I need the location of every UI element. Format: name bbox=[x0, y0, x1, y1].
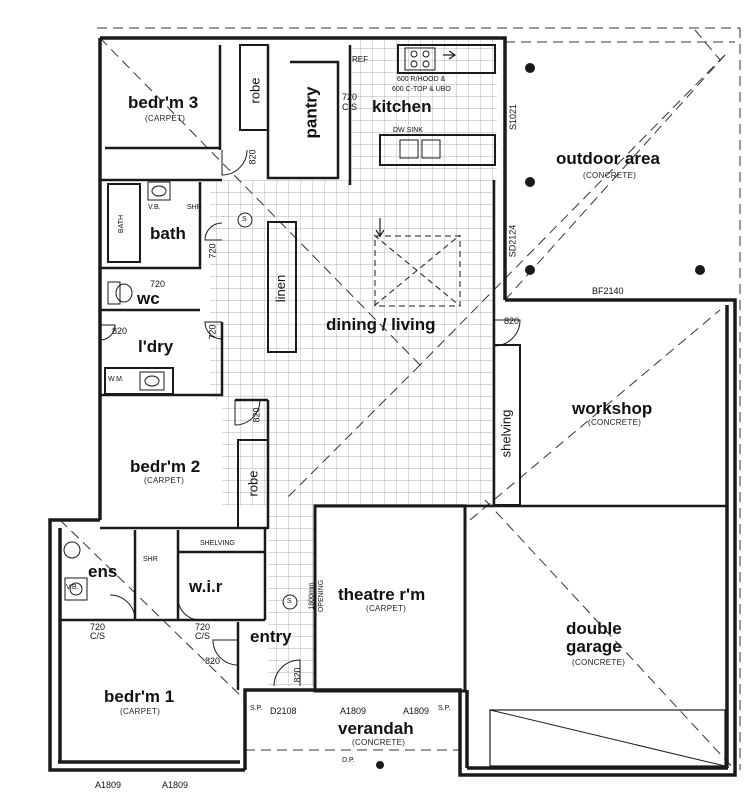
garage-floor: (CONCRETE) bbox=[572, 658, 626, 667]
workshop-name: workshop bbox=[572, 399, 653, 418]
window-a1809-bedroom1-b: A1809 bbox=[162, 780, 189, 790]
wir-label: w.i.r bbox=[189, 577, 223, 596]
window-bf2140: BF2140 bbox=[592, 286, 624, 296]
bedroom3-floor: (CARPET) bbox=[145, 114, 186, 123]
fixtures bbox=[63, 47, 726, 767]
wc-label: wc bbox=[137, 289, 160, 308]
kitchen-label: kitchen bbox=[372, 97, 432, 116]
window-s1021: S1021 bbox=[508, 103, 519, 131]
workshop-floor: (CONCRETE) bbox=[588, 418, 642, 427]
bedroom2-name: bedr'm 2 bbox=[130, 457, 201, 476]
vanity-label-ensuite: V.B. bbox=[66, 584, 79, 591]
door-cs-wir: C/S bbox=[195, 631, 211, 641]
hood-note-1: 600 R/HOOD & bbox=[397, 76, 446, 83]
bedroom1-floor: (CARPET) bbox=[120, 707, 161, 716]
smoke-detector-label-2: S bbox=[287, 598, 292, 605]
door-size-bedroom2: 820 bbox=[251, 407, 262, 423]
garage-line1: double bbox=[566, 619, 622, 638]
bath-fixture-label: BATH bbox=[118, 214, 126, 234]
washing-machine-label: W.M. bbox=[108, 376, 124, 383]
door-size-entry: 820 bbox=[292, 667, 303, 683]
wir-shelving-label: SHELVING bbox=[200, 540, 235, 547]
fridge-label: REF bbox=[352, 55, 368, 64]
sp-label-right: S.P. bbox=[438, 705, 451, 712]
window-a1809-1: A1809 bbox=[340, 706, 367, 716]
door-size-wir: 720 bbox=[195, 622, 211, 632]
linen-label: linen bbox=[273, 274, 289, 303]
dw-sink-label: DW SINK bbox=[393, 127, 423, 134]
window-markers bbox=[376, 63, 705, 769]
door-cs-kitchen: C/S bbox=[342, 102, 358, 112]
door-size-wc: 720 bbox=[150, 279, 166, 289]
door-size-ensuite: 720 bbox=[90, 622, 106, 632]
dining-living-label: dining / living bbox=[326, 315, 436, 334]
roof-hip-lines bbox=[59, 27, 741, 771]
outdoor-area-name: outdoor area bbox=[556, 149, 660, 168]
bedroom1-name: bedr'm 1 bbox=[104, 687, 175, 706]
ensuite-label: ens bbox=[88, 562, 118, 581]
door-size-laundry-ext: 820 bbox=[112, 326, 128, 336]
theatre-floor: (CARPET) bbox=[366, 604, 407, 613]
door-cs-ensuite: C/S bbox=[90, 631, 106, 641]
sp-label-left: S.P. bbox=[250, 705, 263, 712]
door-size-bath: 720 bbox=[207, 243, 218, 259]
arrow-markers bbox=[375, 50, 457, 238]
door-swings bbox=[99, 149, 521, 687]
pantry-label: pantry bbox=[301, 86, 321, 139]
window-a1809-2: A1809 bbox=[403, 706, 430, 716]
outdoor-area-floor: (CONCRETE) bbox=[583, 171, 637, 180]
entry-label: entry bbox=[250, 627, 292, 646]
window-sd2124: SD2124 bbox=[507, 224, 518, 258]
robe-label-bedroom2: robe bbox=[245, 470, 261, 497]
laundry-label: l'dry bbox=[138, 337, 174, 356]
theatre-name: theatre r'm bbox=[338, 585, 426, 604]
opening-note-1: 1800mm bbox=[308, 582, 316, 610]
shower-label-ensuite: SHR bbox=[143, 556, 158, 563]
door-size-bedroom3: 820 bbox=[247, 149, 258, 165]
opening-note-2: OPENING bbox=[318, 579, 326, 613]
bedroom3-name: bedr'm 3 bbox=[128, 93, 199, 112]
external-walls bbox=[48, 36, 737, 777]
robe-label-bedroom3: robe bbox=[247, 77, 263, 104]
dp-label: D.P. bbox=[342, 757, 355, 764]
shower-label-bath: SHR bbox=[187, 204, 202, 211]
door-size-laundry: 720 bbox=[207, 324, 218, 340]
hood-note-2: 600 C-TOP & UBO bbox=[392, 86, 451, 93]
smoke-detector-symbols bbox=[237, 212, 298, 610]
garage-line2: garage bbox=[566, 637, 622, 656]
door-size-bedroom1: 820 bbox=[205, 656, 221, 666]
shelving-label: shelving bbox=[498, 409, 514, 458]
verandah-floor: (CONCRETE) bbox=[352, 738, 406, 747]
bath-label: bath bbox=[150, 224, 186, 243]
window-d2108: D2108 bbox=[270, 706, 297, 716]
door-size-workshop: 820 bbox=[504, 316, 520, 326]
verandah-name: verandah bbox=[338, 719, 414, 738]
smoke-detector-label-1: S bbox=[242, 216, 247, 223]
window-a1809-bedroom1-a: A1809 bbox=[95, 780, 122, 790]
door-size-kitchen: 720 bbox=[342, 92, 358, 102]
bedroom2-floor: (CARPET) bbox=[144, 476, 185, 485]
vanity-label-bath: V.B. bbox=[148, 204, 161, 211]
internal-walls bbox=[60, 44, 727, 693]
